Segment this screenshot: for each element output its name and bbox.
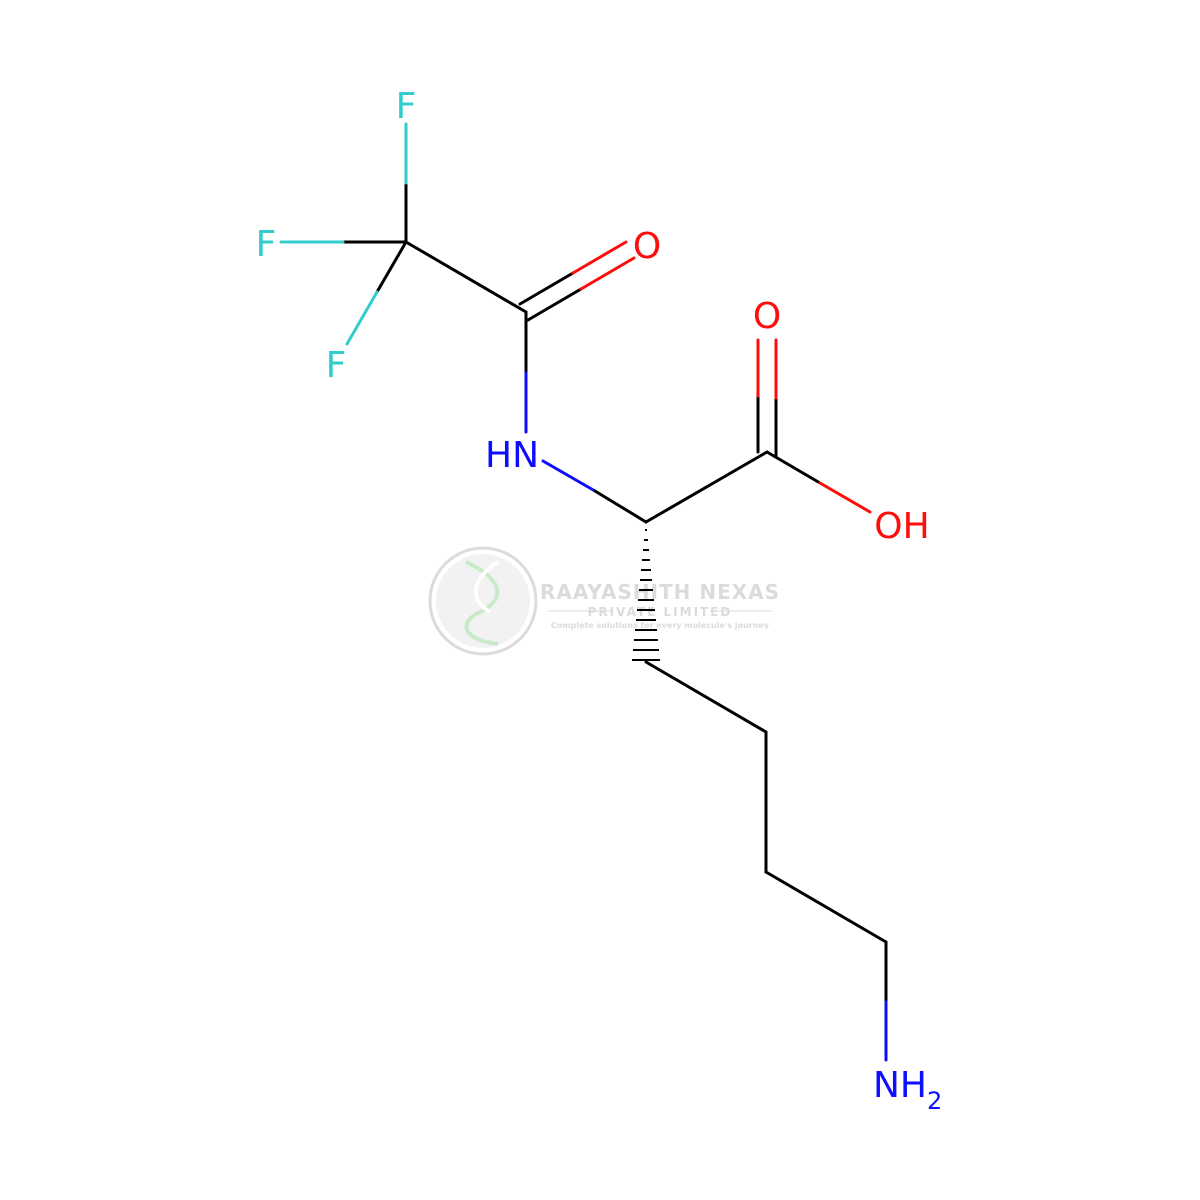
bond-amide-co-a-colored — [571, 240, 628, 275]
bond-carboxyl-oh — [765, 450, 822, 485]
atom-fluorine-top: F — [396, 86, 417, 127]
bond-c-f-bottom — [375, 240, 408, 294]
atom-fluorine-left: F — [256, 224, 277, 265]
bond-carboxyl-oh-colored — [818, 481, 872, 514]
atom-nitrogen-amide: HN — [485, 435, 539, 476]
bond-c-f-bottom-colored — [345, 290, 379, 346]
atom-oxygen-amide: O — [633, 226, 661, 267]
bond-amide-co-b-colored — [579, 256, 636, 291]
atom-amine: NH2 — [873, 1065, 942, 1115]
watermark-subtitle: PRIVATE LIMITED — [588, 605, 733, 619]
watermark-dna-icon — [464, 560, 500, 646]
atom-fluorine-bottom: F — [326, 345, 347, 386]
watermark-dna-icon-strand — [473, 560, 500, 614]
watermark: RAAYASHITH NEXAS PRIVATE LIMITED Complet… — [428, 546, 780, 656]
bond-n-alpha — [593, 489, 648, 524]
bond-alpha-carboxyl — [644, 450, 769, 524]
hashed-wedge-bond — [632, 529, 660, 661]
bonds — [279, 122, 888, 1062]
amine-nh-label: NH — [873, 1065, 927, 1106]
watermark-logo-ring — [428, 546, 538, 656]
bond-cf3-carbonyl — [404, 240, 528, 314]
watermark-logo-disc — [436, 554, 530, 648]
atom-labels: F F F O HN O OH NH2 — [256, 86, 943, 1115]
bond-amide-co-b — [526, 287, 583, 322]
bond-side-chain-3 — [764, 870, 888, 944]
atom-oxygen-carbonyl: O — [753, 296, 781, 337]
bond-amide-co-a — [518, 271, 575, 306]
atom-hydroxyl: OH — [874, 506, 929, 547]
bond-side-chain-1 — [644, 660, 768, 734]
watermark-company: RAAYASHITH NEXAS — [540, 580, 780, 604]
amine-subscript: 2 — [927, 1087, 942, 1115]
bond-n-alpha-colored — [541, 459, 597, 493]
watermark-tagline: Complete solutions for every molecule's … — [551, 621, 770, 630]
